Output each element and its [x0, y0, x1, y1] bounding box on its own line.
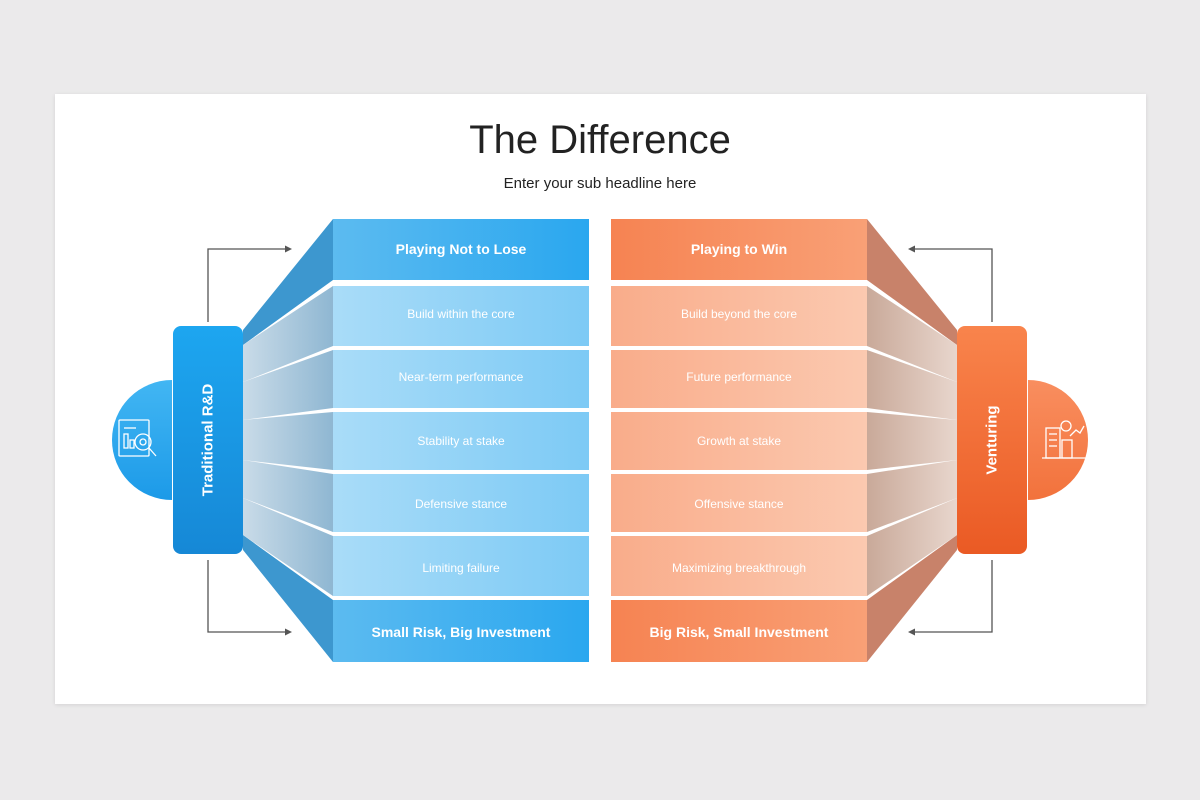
- left-bevel-2: [243, 350, 333, 420]
- right-bevel-4: [867, 460, 957, 532]
- right-item-panel-2: [611, 350, 867, 408]
- page-title: The Difference: [469, 118, 731, 162]
- left-item-panel-5: [333, 536, 589, 596]
- left-top-bevel: [243, 219, 333, 345]
- left-footer-label: Small Risk, Big Investment: [371, 624, 551, 640]
- right-item-panel-5: [611, 536, 867, 596]
- left-bevel-3: [243, 412, 333, 470]
- right-header-label: Playing to Win: [690, 241, 788, 257]
- left-footer-panel: [333, 600, 589, 662]
- left-bottom-bevel: [243, 535, 333, 662]
- left-item-panel-3: [333, 412, 589, 470]
- left-bevel-4: [243, 460, 333, 532]
- right-bevel-5: [867, 498, 957, 596]
- left-bevel-5: [243, 498, 333, 596]
- right-footer-label: Big Risk, Small Investment: [649, 624, 829, 640]
- right-header-panel: [611, 219, 867, 280]
- left-item-panel-1: [333, 286, 589, 346]
- left-vertical-bar: [173, 326, 243, 554]
- right-footer-panel: [611, 600, 867, 662]
- left-item-2: Near-term performance: [398, 370, 524, 384]
- right-item-panel-4: [611, 474, 867, 532]
- right-semicircle: [1028, 380, 1088, 500]
- left-item-4: Defensive stance: [414, 497, 508, 511]
- right-bevel-2: [867, 350, 957, 420]
- right-item-3: Growth at stake: [696, 434, 782, 448]
- research-analytics-icon: [118, 419, 157, 457]
- left-top-arrow: [207, 248, 288, 322]
- right-item-4: Offensive stance: [694, 497, 784, 511]
- left-item-5: Limiting failure: [422, 561, 500, 575]
- page-subtitle: Enter your sub headline here: [503, 175, 697, 192]
- right-item-1: Build beyond the core: [680, 307, 798, 321]
- right-vertical-bar: [957, 326, 1027, 554]
- right-bottom-arrow: [912, 560, 993, 633]
- left-item-panel-4: [333, 474, 589, 532]
- right-bevel-3: [867, 412, 957, 470]
- right-item-panel-3: [611, 412, 867, 470]
- left-bottom-arrow: [207, 560, 288, 633]
- right-top-bevel: [867, 219, 957, 345]
- right-item-panel-1: [611, 286, 867, 346]
- city-growth-icon: [1042, 420, 1086, 459]
- left-semicircle: [112, 380, 172, 500]
- left-header-label: Playing Not to Lose: [395, 241, 527, 257]
- right-bottom-bevel: [867, 535, 957, 662]
- left-category-label: Traditional R&D: [199, 383, 217, 497]
- left-item-3: Stability at stake: [417, 434, 505, 448]
- right-category-label: Venturing: [983, 405, 1001, 475]
- left-item-panel-2: [333, 350, 589, 408]
- right-item-5: Maximizing breakthrough: [671, 561, 807, 575]
- right-top-arrow: [912, 248, 993, 322]
- right-bevel-1: [867, 286, 957, 382]
- left-item-1: Build within the core: [407, 307, 515, 321]
- left-header-panel: [333, 219, 589, 280]
- right-item-2: Future performance: [686, 370, 792, 384]
- left-bevel-1: [243, 286, 333, 382]
